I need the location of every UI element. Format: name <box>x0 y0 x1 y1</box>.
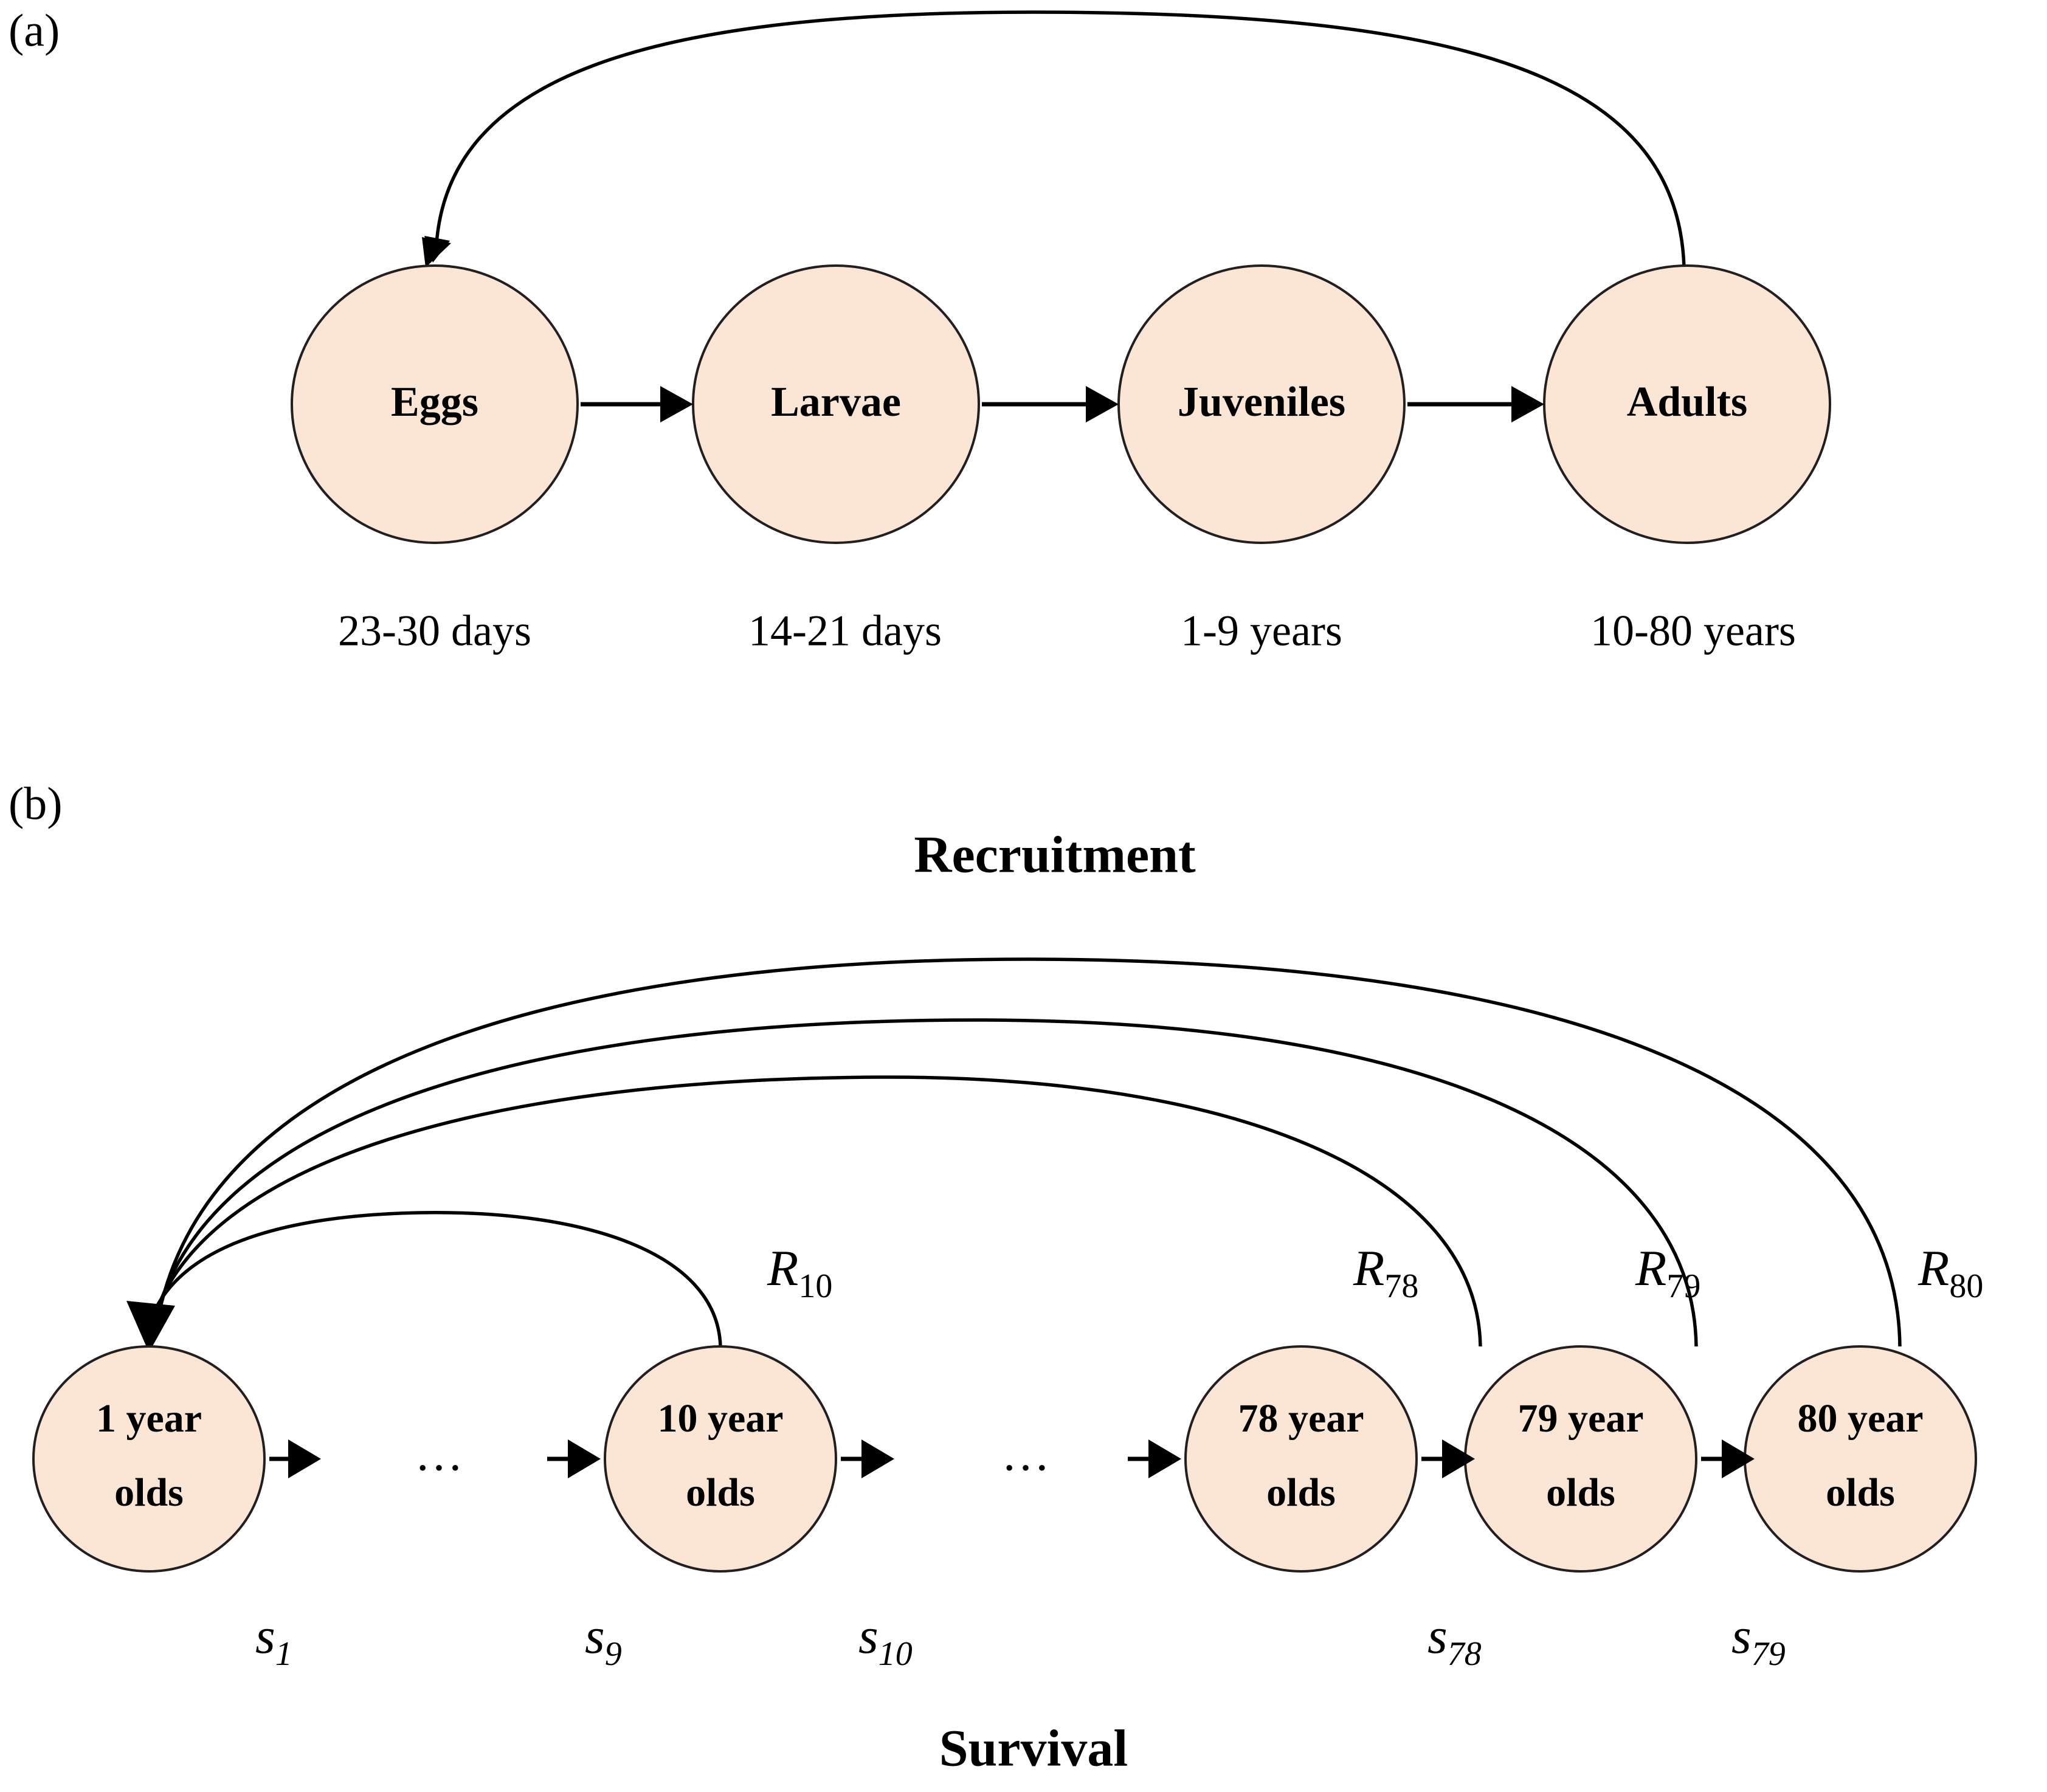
survival-title: Survival <box>939 1719 1128 1777</box>
node-78-year-olds-label-line1: 78 year <box>1238 1396 1364 1441</box>
survival-label-79: s79 <box>1731 1608 1786 1673</box>
svg-text:s79: s79 <box>1731 1608 1786 1673</box>
node-80-year-olds-label-line1: 80 year <box>1797 1396 1923 1441</box>
survival-label-1-subscript: 1 <box>275 1635 292 1673</box>
survival-label-1-symbol: s <box>255 1608 275 1664</box>
panel-b-arrow-4 <box>1128 1439 1181 1478</box>
node-eggs[interactable]: Eggs <box>291 264 579 544</box>
panel-b-arrow-1 <box>269 1439 321 1478</box>
node-1-year-olds-label-line2: olds <box>114 1470 184 1515</box>
panel-a-arrow-eggs-larvae <box>581 386 693 422</box>
node-79-year-olds-label-line1: 79 year <box>1517 1396 1643 1441</box>
duration-adults: 10-80 years <box>1590 607 1796 655</box>
panel-a-arrow-juveniles-adults <box>1407 386 1544 422</box>
svg-text:s9: s9 <box>585 1608 622 1673</box>
recruitment-arc-79 <box>151 1018 1698 1347</box>
recruitment-title: Recruitment <box>914 825 1196 884</box>
survival-label-78: s78 <box>1427 1608 1482 1673</box>
svg-text:R79: R79 <box>1635 1240 1700 1305</box>
node-10-year-olds-label-line1: 10 year <box>657 1396 783 1441</box>
node-larvae[interactable]: Larvae <box>692 264 980 544</box>
node-larvae-label: Larvae <box>771 379 901 426</box>
survival-label-79-symbol: s <box>1731 1608 1752 1664</box>
node-eggs-shape <box>291 264 579 544</box>
node-78-year-olds-label-line2: olds <box>1266 1470 1336 1515</box>
survival-label-9: s9 <box>585 1608 622 1673</box>
survival-label-10-symbol: s <box>858 1608 879 1664</box>
node-80-year-olds[interactable]: 80 year olds <box>1744 1345 1977 1573</box>
recruitment-label-10-symbol: R <box>767 1240 798 1297</box>
node-78-year-olds[interactable]: 78 year olds <box>1184 1345 1418 1573</box>
survival-label-9-symbol: s <box>585 1608 605 1664</box>
node-1-year-olds-shape <box>32 1345 266 1573</box>
node-10-year-olds-label-line2: olds <box>686 1470 755 1515</box>
recruitment-label-10-subscript: 10 <box>798 1267 832 1305</box>
panel-a-arrow-larvae-juveniles <box>982 386 1119 422</box>
recruitment-label-78-subscript: 78 <box>1384 1267 1418 1305</box>
panel-b-arrow-6 <box>1701 1439 1755 1478</box>
node-adults-label: Adults <box>1627 379 1747 426</box>
survival-label-79-subscript: 79 <box>1752 1635 1786 1673</box>
recruitment-label-10: R10 <box>767 1240 832 1305</box>
ellipsis-gap-1: … <box>415 1427 467 1481</box>
survival-label-10-subscript: 10 <box>879 1635 913 1673</box>
recruitment-arc-10 <box>145 1211 722 1347</box>
svg-text:R10: R10 <box>767 1240 832 1305</box>
recruitment-label-80-subscript: 80 <box>1949 1267 1983 1305</box>
recruitment-label-78-symbol: R <box>1353 1240 1384 1297</box>
node-10-year-olds[interactable]: 10 year olds <box>604 1345 837 1573</box>
node-1-year-olds[interactable]: 1 year olds <box>32 1345 266 1573</box>
node-juveniles[interactable]: Juveniles <box>1117 264 1406 544</box>
panel-a-letter: (a) <box>9 5 60 56</box>
panel-b-arrow-2 <box>547 1439 601 1478</box>
svg-text:s10: s10 <box>858 1608 913 1673</box>
recruitment-arc-78 <box>148 1075 1482 1347</box>
panel-b-arrow-3 <box>841 1439 894 1478</box>
recruitment-label-79: R79 <box>1635 1240 1700 1305</box>
duration-eggs: 23-30 days <box>338 607 531 655</box>
node-juveniles-label: Juveniles <box>1178 379 1345 426</box>
recruitment-label-78: R78 <box>1353 1240 1418 1305</box>
panel-b-letter: (b) <box>9 778 63 829</box>
node-1-year-olds-label-line1: 1 year <box>96 1396 202 1441</box>
node-79-year-olds[interactable]: 79 year olds <box>1464 1345 1697 1573</box>
svg-text:R78: R78 <box>1353 1240 1418 1305</box>
node-80-year-olds-shape <box>1744 1345 1977 1573</box>
duration-juveniles: 1-9 years <box>1181 607 1342 655</box>
node-79-year-olds-shape <box>1464 1345 1697 1573</box>
duration-larvae: 14-21 days <box>748 607 942 655</box>
survival-label-10: s10 <box>858 1608 913 1673</box>
node-80-year-olds-label-line2: olds <box>1826 1470 1895 1515</box>
survival-label-9-subscript: 9 <box>605 1635 622 1673</box>
node-10-year-olds-shape <box>604 1345 837 1573</box>
panel-b-arrow-5 <box>1421 1439 1475 1478</box>
svg-text:s78: s78 <box>1427 1608 1482 1673</box>
recruitment-arrow-head <box>126 1301 175 1353</box>
panel-a-feedback-arc <box>422 10 1686 268</box>
recruitment-label-80-symbol: R <box>1918 1240 1949 1297</box>
node-78-year-olds-shape <box>1184 1345 1418 1573</box>
node-adults[interactable]: Adults <box>1543 264 1831 544</box>
recruitment-arc-80 <box>155 957 1902 1347</box>
survival-label-1: s1 <box>255 1608 292 1673</box>
recruitment-label-80: R80 <box>1918 1240 1983 1305</box>
recruitment-label-79-subscript: 79 <box>1666 1267 1700 1305</box>
svg-text:s1: s1 <box>255 1608 292 1673</box>
node-79-year-olds-label-line2: olds <box>1546 1470 1615 1515</box>
node-eggs-label: Eggs <box>391 379 478 426</box>
survival-label-78-subscript: 78 <box>1448 1635 1482 1673</box>
recruitment-label-79-symbol: R <box>1635 1240 1666 1297</box>
svg-text:R80: R80 <box>1918 1240 1983 1305</box>
ellipsis-gap-2: … <box>1001 1427 1054 1481</box>
survival-label-78-symbol: s <box>1427 1608 1448 1664</box>
